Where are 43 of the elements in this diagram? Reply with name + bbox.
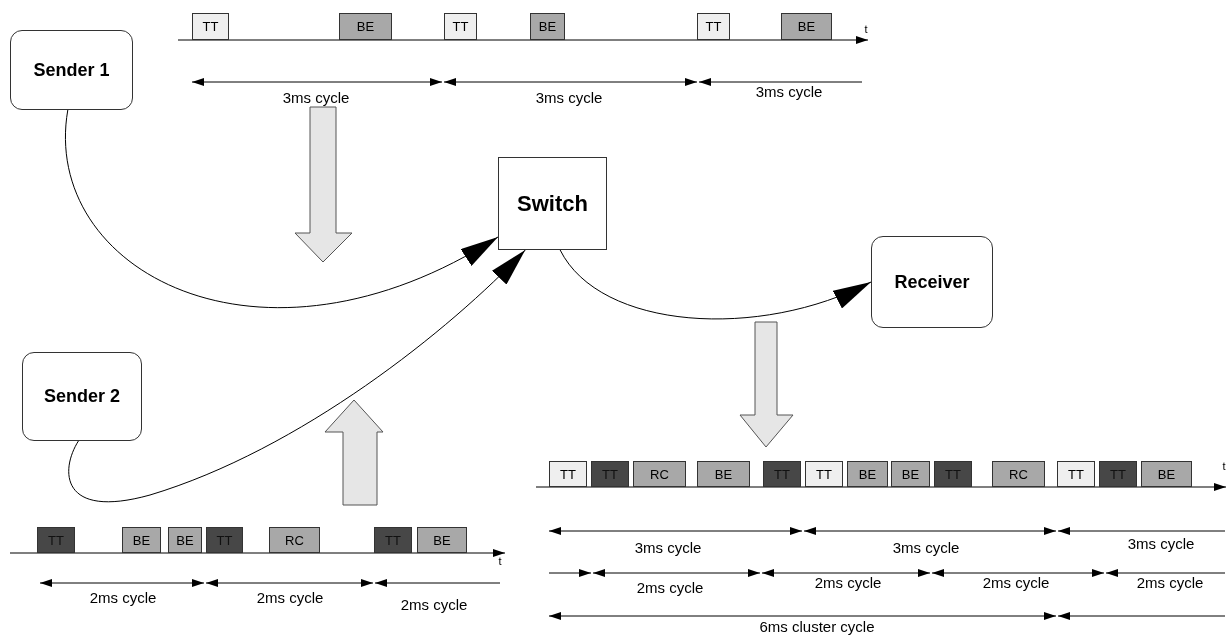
frame-block: BE [168, 527, 202, 553]
frame-block: BE [891, 461, 930, 487]
frame-block: BE [1141, 461, 1192, 487]
frame-block: BE [781, 13, 832, 40]
node-box: Sender 2 [22, 352, 142, 441]
cycle-label: 3ms cycle [535, 90, 603, 105]
cycle-label: 3ms cycle [1127, 536, 1195, 551]
frame-block: TT [805, 461, 843, 487]
frame-block: TT [192, 13, 229, 40]
frame-block: BE [847, 461, 888, 487]
frame-block: TT [697, 13, 730, 40]
frame-block: BE [697, 461, 750, 487]
frame-block: BE [339, 13, 392, 40]
cycle-label: 2ms cycle [982, 575, 1050, 590]
frame-block: TT [549, 461, 587, 487]
cycle-label: 6ms cluster cycle [759, 619, 875, 634]
cycle-label: 2ms cycle [400, 597, 468, 612]
node-box: Sender 1 [10, 30, 133, 110]
arrow [65, 109, 499, 309]
frame-block: BE [530, 13, 565, 40]
frame-block: TT [444, 13, 477, 40]
switch-box: Switch [498, 157, 607, 250]
arrow [68, 249, 526, 503]
cycle-label: 3ms cycle [282, 90, 350, 105]
frame-block: BE [122, 527, 161, 553]
cycle-label: 2ms cycle [1136, 575, 1204, 590]
frame-block: RC [269, 527, 320, 553]
cycle-label: 3ms cycle [634, 540, 702, 555]
frame-block: RC [992, 461, 1045, 487]
arrow [559, 249, 872, 320]
node-box: Receiver [871, 236, 993, 328]
cycle-label: 3ms cycle [892, 540, 960, 555]
frame-block: BE [417, 527, 467, 553]
axis-label: t [864, 24, 868, 35]
cycle-label: 2ms cycle [636, 580, 704, 595]
axis-label: t [498, 556, 502, 567]
frame-block: TT [1057, 461, 1095, 487]
frame-block: RC [633, 461, 686, 487]
cycle-label: 2ms cycle [256, 590, 324, 605]
cycle-label: 2ms cycle [89, 590, 157, 605]
cycle-label: 2ms cycle [814, 575, 882, 590]
axis-label: t [1222, 461, 1226, 472]
cycle-label: 3ms cycle [755, 84, 823, 99]
